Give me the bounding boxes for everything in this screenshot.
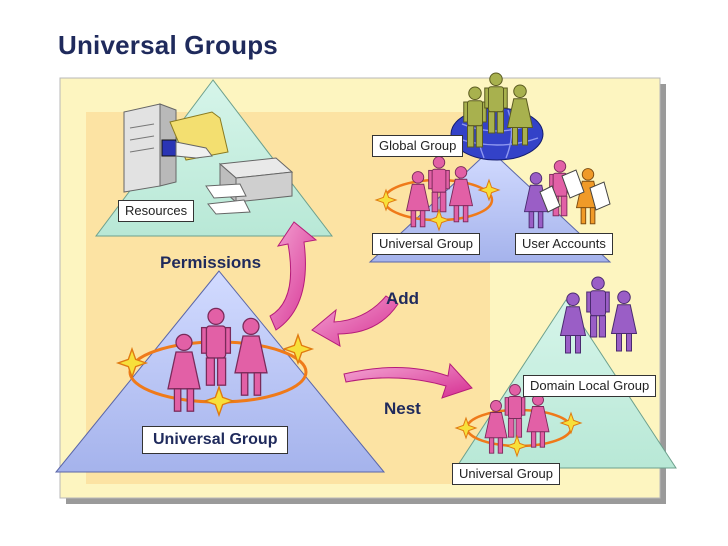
- add-label: Add: [386, 289, 420, 308]
- nest-label: Nest: [384, 399, 421, 418]
- user-accounts-label: User Accounts: [515, 233, 613, 255]
- hand-icon: [161, 139, 213, 159]
- permissions-label: Permissions: [160, 253, 262, 272]
- universal-group-bottom-label: Universal Group: [452, 463, 560, 485]
- universal-group-top-label: Universal Group: [372, 233, 480, 255]
- domain-local-group-label: Domain Local Group: [523, 375, 657, 397]
- nest-arrow: [343, 362, 473, 399]
- permissions-arrow: [269, 221, 318, 331]
- printer-icon: [205, 157, 294, 215]
- slide-title: Universal Groups: [58, 30, 278, 60]
- document-icon: [539, 169, 611, 213]
- universal-group-main-label: Universal Group: [142, 426, 289, 454]
- global-group-label: Global Group: [372, 135, 464, 157]
- resources-label: Resources: [118, 200, 195, 222]
- add-arrow: [311, 295, 399, 347]
